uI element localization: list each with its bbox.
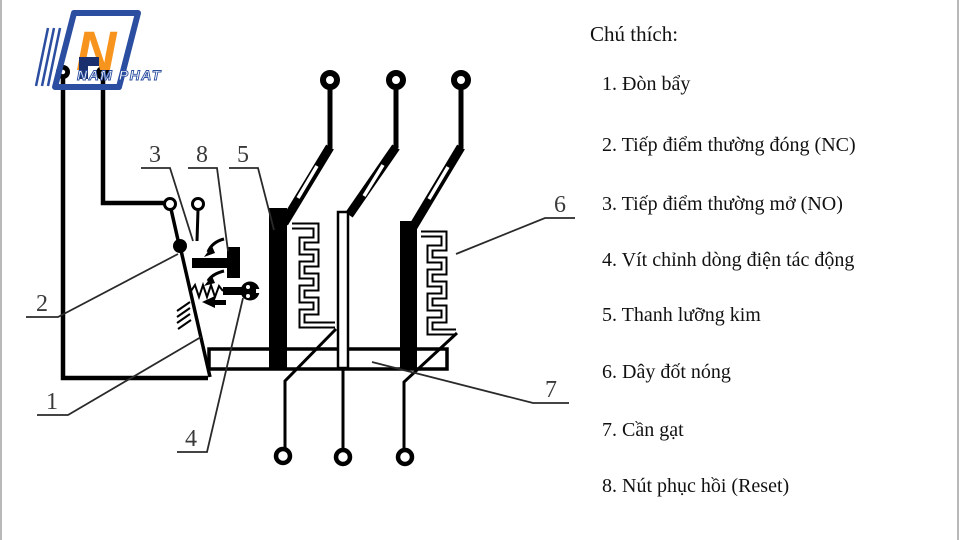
adjusting-screw-head	[240, 281, 261, 301]
logo-flag-glyph	[79, 57, 99, 79]
phase-top-terminals	[320, 70, 471, 90]
legend-item-6: 6. Dây đốt nóng	[602, 361, 731, 383]
legend-item-1: 1. Đòn bẩy	[602, 73, 691, 95]
callout-numbers: 1 2 3 4 5 6 7 8	[36, 142, 566, 452]
slider-bar	[207, 347, 449, 371]
leader-4	[177, 297, 244, 453]
nc-contact-bar	[192, 258, 233, 268]
phase-input-wires	[280, 88, 465, 230]
leader-2	[26, 253, 179, 318]
legend-item-4: 4. Vít chỉnh dòng điện tác động	[602, 249, 855, 271]
bimetal-strip-2	[336, 210, 350, 370]
motion-arrows	[204, 237, 225, 286]
legend-item-2: 2. Tiếp điểm thường đóng (NC)	[602, 134, 856, 156]
phase-bottom-terminals	[273, 446, 415, 467]
callout-leaders	[26, 167, 575, 453]
callout-2: 2	[36, 291, 48, 317]
nc-contact-head	[227, 247, 240, 278]
leader-8	[188, 167, 229, 252]
adjusting-screw-shaft	[223, 287, 242, 295]
right-border-line	[957, 0, 959, 540]
bimetal-strips	[269, 208, 417, 370]
leader-7	[371, 361, 569, 404]
logo-wordmark: NAM PHAT	[77, 67, 162, 83]
heater-coils	[292, 222, 456, 336]
callout-7: 7	[545, 377, 557, 403]
callout-5: 5	[237, 142, 249, 168]
no-contact-terminal	[191, 197, 205, 211]
left-border-line	[0, 0, 2, 540]
nam-phat-logo: N NAM PHAT	[34, 10, 162, 90]
leader-6	[455, 217, 575, 255]
callout-1: 1	[46, 389, 58, 415]
leader-3	[141, 167, 194, 242]
bimetal-strip-3	[400, 221, 417, 368]
contact-spring	[190, 281, 224, 301]
thermal-relay-diagram: N NAM PHAT	[26, 10, 575, 467]
callout-8: 8	[196, 142, 208, 168]
phase-output-wires	[283, 327, 459, 449]
legend-title: Chú thích:	[590, 22, 679, 46]
legend-panel: Chú thích: 1. Đòn bẩy 2. Tiếp điểm thườn…	[588, 0, 956, 540]
fixed-support-hatching	[176, 301, 192, 330]
logo-frame	[52, 10, 141, 90]
leader-5	[229, 167, 275, 231]
callout-6: 6	[554, 192, 566, 218]
nc-contact-terminal	[163, 197, 177, 211]
control-circuit-wires	[60, 76, 208, 381]
legend-item-3: 3. Tiếp điểm thường mở (NO)	[602, 193, 843, 215]
legend-item-7: 7. Cần gạt	[602, 419, 684, 441]
legend-item-5: 5. Thanh lưỡng kim	[602, 304, 761, 326]
bimetal-strip-1	[269, 208, 287, 368]
callout-3: 3	[149, 142, 161, 168]
legend-item-8: 8. Nút phục hồi (Reset)	[602, 475, 790, 497]
contact-mechanism	[163, 197, 261, 378]
leader-1	[37, 336, 202, 416]
reset-direction-arrow	[202, 296, 226, 308]
callout-4: 4	[185, 426, 197, 452]
lever-arm	[178, 245, 212, 378]
